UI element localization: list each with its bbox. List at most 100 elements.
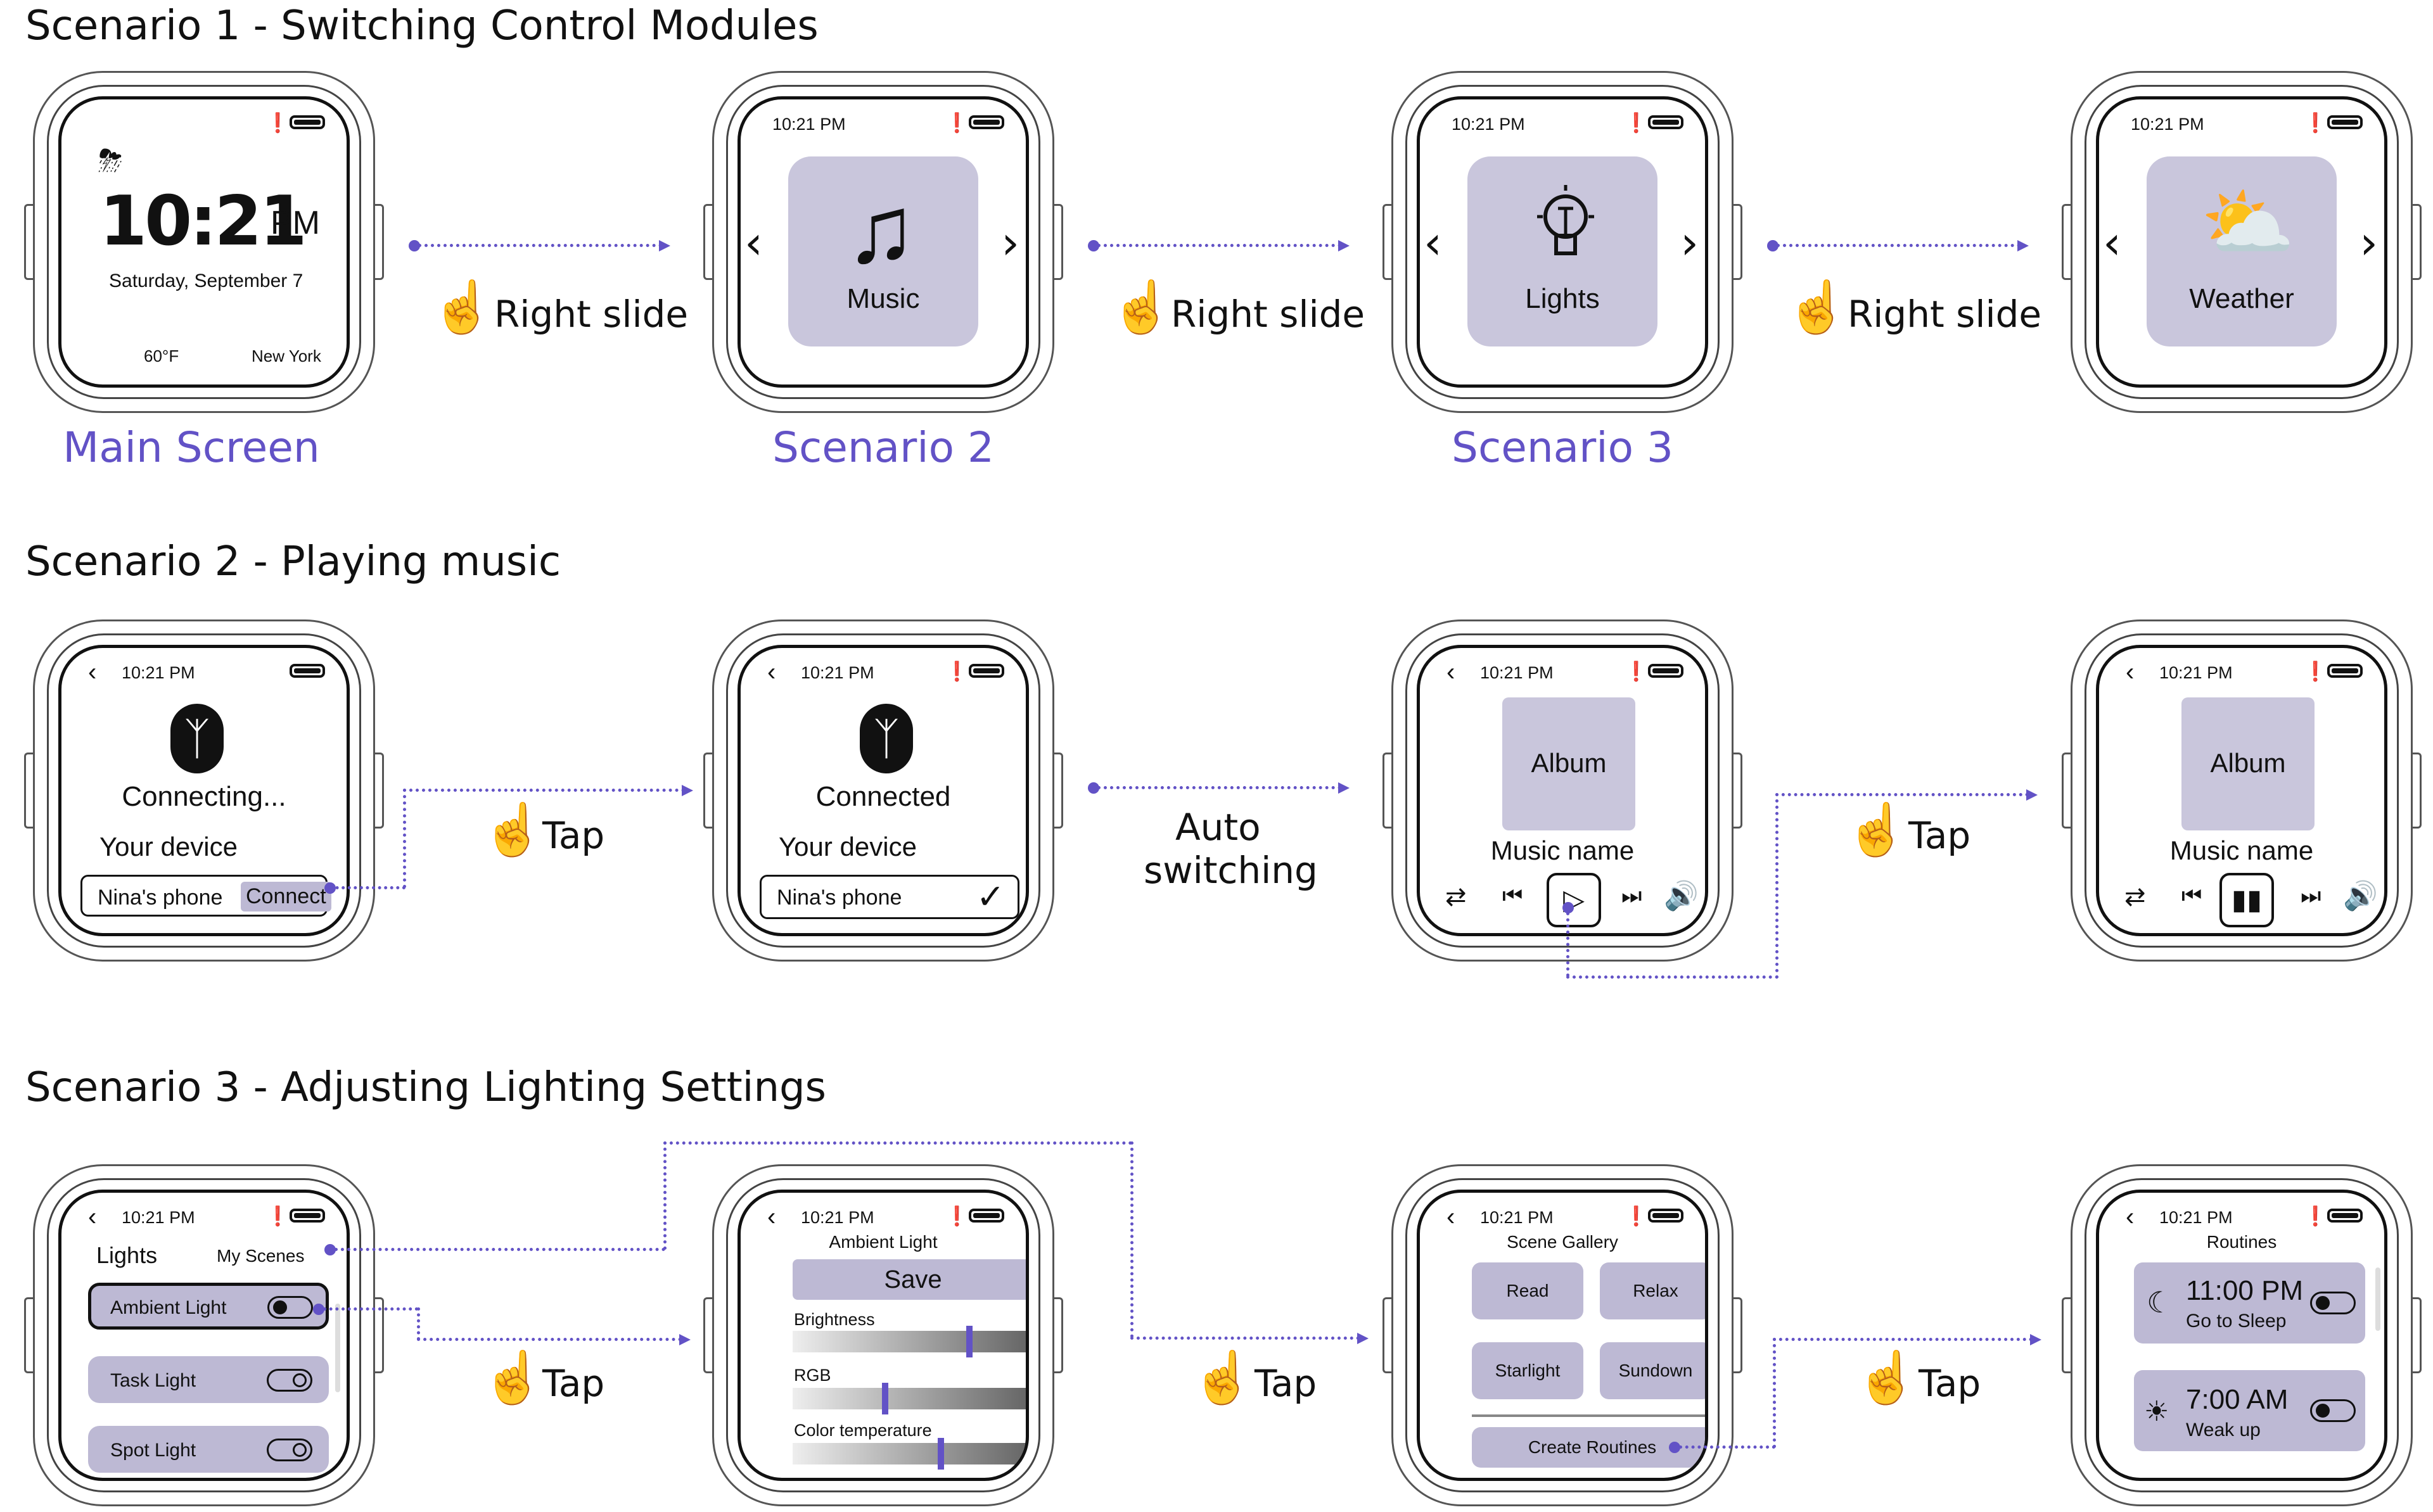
chevron-right-icon[interactable]: › — [1001, 216, 1019, 269]
screen-title: Ambient Light — [829, 1232, 938, 1252]
light-item-label: Spot Light — [110, 1440, 196, 1461]
music-note-icon: ♫ — [845, 176, 917, 283]
scene-starlight[interactable]: Starlight — [1472, 1342, 1583, 1399]
module-tile-lights[interactable]: Lights — [1467, 156, 1657, 346]
back-icon[interactable]: ‹ — [1446, 658, 1455, 686]
flow-line — [663, 1141, 1132, 1145]
clock-time: 10:21 — [99, 182, 307, 261]
flow-dot — [1562, 902, 1574, 913]
section-title-2: Scenario 2 - Playing music — [25, 538, 561, 585]
module-tile-music[interactable]: ♫ Music — [788, 156, 978, 346]
next-icon[interactable]: ⏭ — [1621, 882, 1642, 908]
hand-tap-icon: ☝ — [1191, 1349, 1255, 1406]
temperature: 60°F — [144, 346, 179, 365]
toggle-spot[interactable] — [267, 1439, 312, 1461]
flow-line — [1773, 1338, 2033, 1341]
repeat-icon[interactable]: ⇄ — [1445, 883, 1467, 911]
music-name: Music name — [2169, 835, 2314, 865]
toggle-sleep[interactable] — [2310, 1292, 2356, 1314]
watch-routines: ‹ 10:21 PM ❗ Routines ☾ 11:00 PM Go to S… — [2062, 1164, 2422, 1506]
caption-main-screen: Main Screen — [63, 423, 320, 472]
gesture-label: Tap — [1919, 1362, 1981, 1405]
save-button[interactable]: Save — [793, 1259, 1026, 1300]
lightbulb-icon — [1537, 185, 1594, 255]
slider-thumb[interactable] — [938, 1438, 945, 1470]
flow-arrowhead — [2026, 789, 2038, 801]
flow-line — [1130, 1141, 1133, 1338]
connect-button[interactable]: Connect — [241, 882, 331, 912]
slider-thumb[interactable] — [966, 1326, 973, 1357]
watch-main-screen: ❗ ⛈ 10:21 PM Saturday, September 7 60°F … — [24, 71, 384, 413]
back-icon[interactable]: ‹ — [767, 658, 776, 686]
scrollbar[interactable] — [335, 1304, 340, 1392]
back-icon[interactable]: ‹ — [1446, 1203, 1455, 1231]
flow-arrowhead — [1338, 782, 1350, 794]
chevron-left-icon[interactable]: ‹ — [1424, 216, 1442, 269]
bluetooth-status: Connected — [815, 781, 951, 812]
battery-icon — [290, 664, 325, 678]
toggle-wake[interactable] — [2310, 1399, 2356, 1422]
flow-line — [1097, 786, 1341, 789]
chevron-right-icon[interactable]: › — [1680, 216, 1699, 269]
light-item-spot[interactable]: Spot Light — [88, 1426, 329, 1473]
bluetooth-icon: ᛉ — [860, 704, 913, 773]
routine-item-sleep[interactable]: ☾ 11:00 PM Go to Sleep — [2134, 1262, 2365, 1344]
device-row[interactable]: Nina's phone ✓ — [760, 875, 1019, 919]
chevron-left-icon[interactable]: ‹ — [2103, 216, 2121, 269]
scrollbar[interactable] — [2375, 1267, 2380, 1331]
flow-arrowhead — [1357, 1333, 1369, 1344]
battery-icon — [290, 1209, 325, 1223]
watch-lights-module: 10:21 PM ❗ ‹ Lights › — [1383, 71, 1742, 413]
gesture-label: Right slide — [1848, 293, 2042, 336]
watch-bluetooth-connecting: ‹ 10:21 PM ᛉ Connecting... Your device N… — [24, 619, 384, 962]
back-icon[interactable]: ‹ — [767, 1203, 776, 1231]
volume-icon[interactable]: 🔊 — [2343, 880, 2378, 912]
prev-icon[interactable]: ⏮ — [2181, 882, 2202, 908]
gesture-label-line2: switching — [1144, 849, 1318, 892]
storm-cloud-icon: ⛈ — [98, 144, 123, 178]
scene-relax[interactable]: Relax — [1600, 1262, 1705, 1319]
slider-label: Color temperature — [794, 1421, 932, 1440]
light-item-ambient[interactable]: Ambient Light — [88, 1283, 329, 1330]
flow-line — [1566, 912, 1569, 977]
play-button[interactable]: ▷ — [1547, 873, 1601, 927]
volume-icon[interactable]: 🔊 — [1664, 880, 1699, 912]
chevron-left-icon[interactable]: ‹ — [744, 216, 763, 269]
slider-thumb[interactable] — [881, 1383, 888, 1414]
flow-arrowhead — [682, 785, 693, 796]
back-icon[interactable]: ‹ — [2126, 658, 2135, 686]
sunrise-icon: ☀ — [2144, 1396, 2169, 1427]
bluetooth-icon: ❗ — [265, 113, 290, 134]
pause-button[interactable]: ▮▮ — [2219, 873, 2274, 927]
chevron-right-icon[interactable]: › — [2360, 216, 2378, 269]
light-item-task[interactable]: Task Light — [88, 1356, 329, 1403]
hand-swipe-icon: ☝ — [1110, 279, 1173, 335]
bluetooth-icon: ❗ — [2303, 661, 2327, 682]
prev-icon[interactable]: ⏮ — [1502, 882, 1523, 908]
device-row[interactable]: Nina's phone Connect — [80, 875, 331, 917]
back-icon[interactable]: ‹ — [88, 1203, 97, 1231]
light-item-label: Ambient Light — [110, 1297, 227, 1318]
color-temperature-slider[interactable] — [793, 1438, 1026, 1470]
repeat-icon[interactable]: ⇄ — [2124, 883, 2146, 911]
next-icon[interactable]: ⏭ — [2301, 882, 2321, 908]
module-tile-weather[interactable]: ⛅ Weather — [2147, 156, 2337, 346]
brightness-slider[interactable] — [793, 1326, 1026, 1357]
toggle-ambient[interactable] — [267, 1296, 313, 1319]
gesture-label-line1: Auto — [1175, 806, 1261, 849]
status-time: 10:21 PM — [2131, 115, 2204, 134]
my-scenes-link[interactable]: My Scenes — [217, 1246, 305, 1266]
scene-sundown[interactable]: Sundown — [1600, 1342, 1705, 1399]
watch-lights-list: ‹ 10:21 PM ❗ Lights My Scenes Ambient Li… — [24, 1164, 384, 1506]
back-icon[interactable]: ‹ — [2126, 1203, 2135, 1231]
back-icon[interactable]: ‹ — [88, 658, 97, 686]
divider — [1472, 1414, 1705, 1417]
routine-item-wake[interactable]: ☀ 7:00 AM Weak up — [2134, 1370, 2365, 1451]
toggle-task[interactable] — [267, 1369, 312, 1392]
flow-arrowhead — [2017, 240, 2029, 251]
flow-line — [1130, 1337, 1360, 1340]
scene-read[interactable]: Read — [1472, 1262, 1583, 1319]
create-routines-button[interactable]: Create Routines — [1472, 1427, 1705, 1468]
rgb-slider[interactable] — [793, 1383, 1026, 1414]
flow-line — [329, 886, 406, 889]
